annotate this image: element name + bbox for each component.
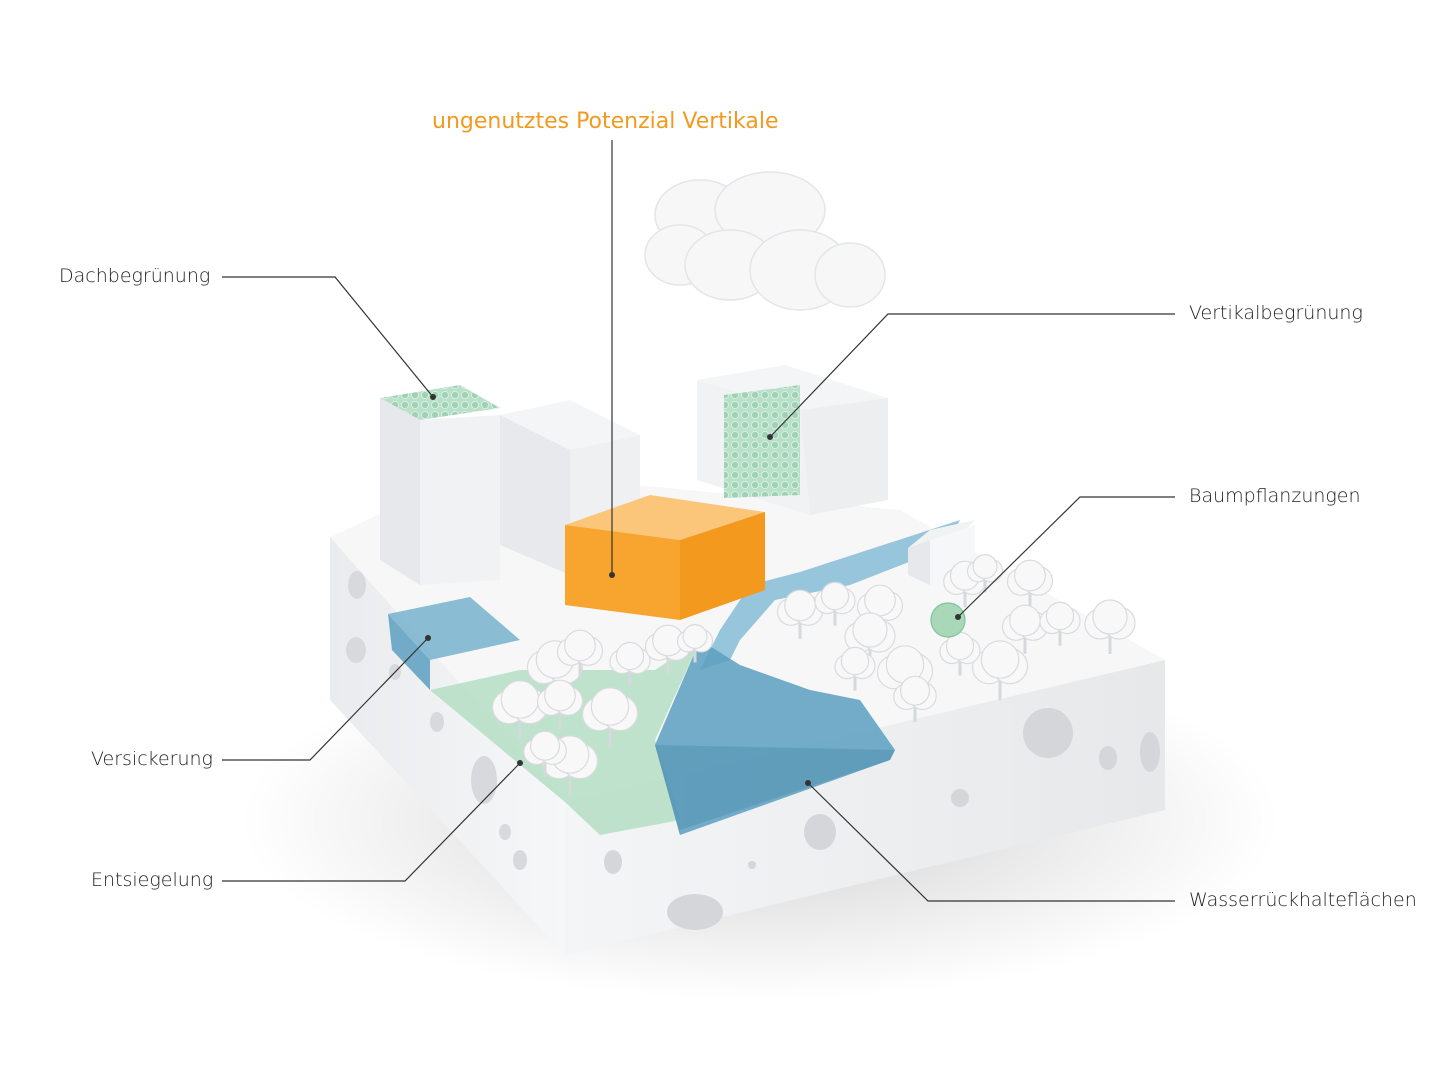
left-building-tower-side bbox=[380, 398, 420, 585]
tree-crown bbox=[564, 629, 596, 662]
tree-crown bbox=[840, 646, 870, 676]
tree-crown bbox=[1009, 604, 1041, 637]
cloud-puff bbox=[814, 242, 886, 308]
base-right-face bbox=[565, 660, 1165, 955]
leader-line-water bbox=[807, 782, 1175, 902]
hole bbox=[513, 850, 527, 870]
left-building-back-side bbox=[500, 415, 570, 575]
leader-line-roof bbox=[222, 276, 434, 398]
leader-dot bbox=[425, 635, 431, 641]
hole bbox=[499, 824, 511, 840]
leader-line-trees bbox=[957, 496, 1175, 618]
hole bbox=[346, 637, 366, 663]
vertical-green-wall bbox=[724, 385, 800, 498]
label-unsealing: Entsiegelung bbox=[91, 869, 214, 891]
tree-crown bbox=[820, 581, 850, 611]
label-vertical-greening: Vertikalbegrünung bbox=[1189, 302, 1363, 324]
tree-crown bbox=[864, 584, 896, 617]
tree-crown bbox=[1045, 601, 1075, 631]
label-roof-greening: Dachbegrünung bbox=[59, 265, 211, 287]
leader-line-vertical bbox=[769, 313, 1175, 438]
right-building bbox=[697, 365, 888, 515]
infiltration-basin bbox=[388, 597, 520, 690]
tree-crown bbox=[590, 687, 630, 726]
leader-lines bbox=[222, 140, 1175, 902]
leader-dot bbox=[805, 780, 811, 786]
leader-dot bbox=[767, 434, 773, 440]
small-house-wall bbox=[908, 540, 930, 585]
label-infiltration: Versickerung bbox=[91, 748, 213, 770]
left-building-tower-front bbox=[420, 415, 500, 585]
tree-crown bbox=[682, 623, 708, 649]
hole bbox=[604, 850, 622, 874]
label-tree-planting: Baumpflanzungen bbox=[1189, 485, 1361, 507]
trees bbox=[491, 553, 1136, 796]
tree-crown bbox=[784, 589, 816, 622]
water-retention-pool-front bbox=[655, 745, 895, 835]
tree-crown bbox=[529, 730, 561, 761]
orange-building-top bbox=[565, 495, 765, 540]
infiltration-basin-side bbox=[388, 614, 430, 690]
hole bbox=[1023, 708, 1073, 758]
right-building-front bbox=[800, 398, 888, 515]
label-water-retention: Wasserrückhalteflächen bbox=[1189, 889, 1417, 911]
leader-line-unsealing bbox=[222, 762, 521, 882]
hole bbox=[430, 712, 444, 732]
green-roof bbox=[380, 385, 500, 420]
leader-dot bbox=[955, 614, 961, 620]
tree-crown bbox=[1092, 599, 1128, 635]
leader-dot bbox=[517, 760, 523, 766]
hole bbox=[951, 789, 969, 807]
river bbox=[655, 520, 960, 835]
river-channel bbox=[700, 520, 960, 670]
title-label: ungenutztes Potenzial Vertikale bbox=[432, 109, 779, 134]
tree-crown bbox=[899, 675, 931, 706]
left-building-back-top bbox=[500, 400, 640, 450]
leader-dot bbox=[430, 394, 436, 400]
tree-crown bbox=[615, 641, 645, 671]
hole bbox=[748, 861, 756, 869]
cloud bbox=[644, 171, 886, 311]
hole bbox=[1140, 732, 1160, 772]
hole bbox=[804, 814, 836, 850]
infiltration-basin-top bbox=[388, 597, 520, 660]
tree-crown bbox=[544, 679, 576, 712]
tree-crown bbox=[852, 612, 888, 648]
tree-crown bbox=[980, 640, 1020, 679]
orange-building bbox=[565, 495, 765, 620]
tree-crown bbox=[972, 553, 998, 579]
small-house-roof bbox=[908, 520, 975, 548]
highlighted-tree bbox=[930, 602, 966, 638]
hole bbox=[348, 571, 366, 599]
hole bbox=[1099, 746, 1117, 770]
orange-building-front bbox=[565, 525, 680, 620]
tree-crown bbox=[500, 680, 540, 719]
hole bbox=[471, 756, 497, 804]
leader-dot bbox=[609, 572, 615, 578]
base-left-face bbox=[330, 537, 565, 955]
hole bbox=[667, 894, 723, 930]
tree-crown bbox=[1014, 559, 1046, 592]
orange-building-side bbox=[680, 512, 765, 620]
leader-line-infiltration bbox=[222, 637, 429, 761]
